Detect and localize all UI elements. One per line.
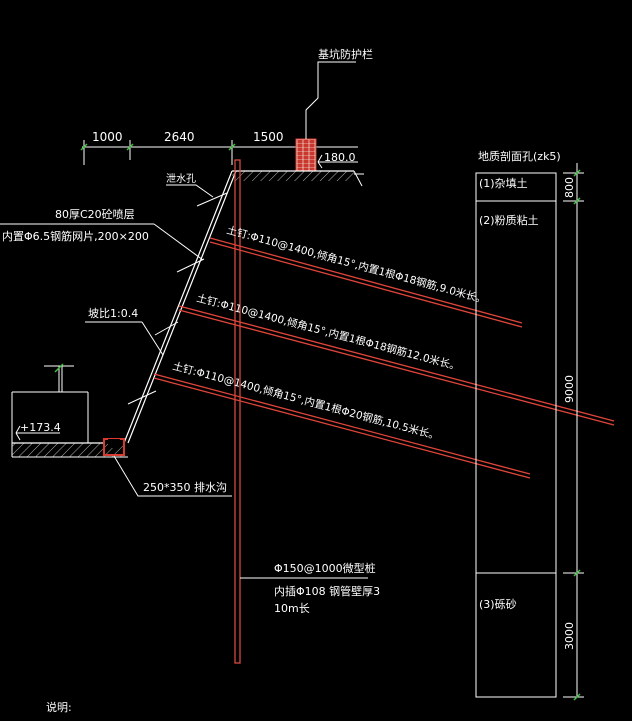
micro-pile-label-2: 内插Φ108 钢管壁厚3: [274, 584, 380, 598]
guard-rail: 基坑防护栏: [295, 47, 373, 172]
soil-nail-2: 土钉:Φ110@1400,倾角15°,内置1根Φ18钢筋12.0米长。: [178, 291, 615, 426]
dimension-2640: 2640: [164, 130, 195, 144]
micro-pile-callout: Φ150@1000微型桩 内插Φ108 钢管壁厚3 10m长: [240, 561, 380, 615]
micro-pile: [234, 159, 241, 664]
borehole-thickness-2: 9000: [563, 375, 576, 403]
soil-nail-3-label: 土钉:Φ110@1400,倾角15°,内置1根Φ20钢筋,10.5米长。: [171, 359, 440, 442]
weep-hole-label: 泄水孔: [166, 172, 196, 185]
shotcrete-label-1: 80厚C20砼喷层: [55, 208, 135, 221]
pit-bottom: [11, 363, 128, 458]
borehole-layer-1: (1)杂填土: [479, 176, 528, 190]
micro-pile-label-3: 10m长: [274, 602, 310, 615]
drain-label: 250*350 排水沟: [143, 480, 227, 494]
slope-ratio-callout: 坡比1:0.4: [85, 307, 164, 356]
shotcrete-callout: 80厚C20砼喷层 内置Φ6.5钢筋网片,200×200: [0, 208, 204, 261]
slope-ratio-label: 坡比1:0.4: [88, 307, 138, 320]
borehole-layer-3: (3)砾砂: [479, 598, 517, 611]
soil-nail-3: 土钉:Φ110@1400,倾角15°,内置1根Φ20钢筋,10.5米长。: [153, 359, 531, 479]
borehole-thickness-3: 3000: [563, 622, 576, 650]
notes-label: 说明:: [46, 700, 72, 714]
top-elevation-marker: 180.0: [317, 151, 358, 169]
ground-surface: [232, 170, 364, 187]
guard-rail-label: 基坑防护栏: [318, 47, 373, 61]
borehole-thickness-1: 800: [563, 177, 576, 198]
drain-callout: 250*350 排水沟: [113, 455, 232, 497]
top-dimension: 1000 2640 1500: [80, 130, 358, 165]
borehole-layer-2: (2)粉质粘土: [479, 213, 539, 227]
soil-nail-1-label: 土钉:Φ110@1400,倾角15°,内置1根Φ18钢筋,9.0米长。: [225, 223, 488, 306]
top-elevation-label: 180.0: [324, 151, 356, 164]
weep-holes: 泄水孔: [127, 172, 228, 405]
dimension-1500: 1500: [253, 130, 284, 144]
bottom-elevation-label: +173.4: [20, 421, 61, 434]
borehole-column: 地质剖面孔(zk5) (1)杂填土 (2)粉质粘土 (3)砾砂 800 9000…: [475, 149, 584, 701]
micro-pile-label-1: Φ150@1000微型桩: [274, 561, 376, 575]
bottom-elevation-marker: +173.4: [15, 421, 61, 441]
drainage-ditch: [103, 438, 125, 456]
shotcrete-label-2: 内置Φ6.5钢筋网片,200×200: [2, 229, 149, 243]
dimension-1000: 1000: [92, 130, 123, 144]
borehole-title: 地质剖面孔(zk5): [478, 149, 561, 163]
